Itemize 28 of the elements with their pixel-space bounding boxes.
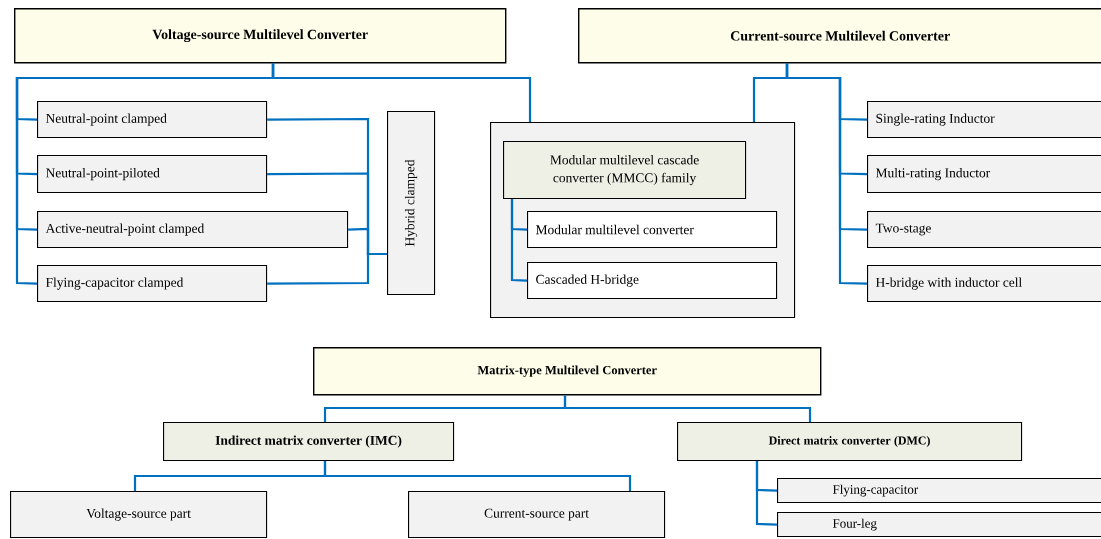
category-box: Flying-capacitor (777, 478, 1101, 504)
connector-line (323, 461, 632, 491)
connector-line (271, 63, 532, 122)
connector-line (563, 395, 812, 422)
subcategory-box: Modular multilevel converter (527, 211, 778, 249)
subcategory-box: Cascaded H-bridge (527, 262, 778, 300)
subgroup-box: Indirect matrix converter (IMC) (163, 422, 455, 462)
category-box: Multi-rating Inductor (867, 155, 1101, 194)
category-box: Flying-capacitor clamped (37, 265, 268, 303)
connector-line (267, 252, 387, 285)
header-box: Current-source Multilevel Converter (578, 8, 1101, 64)
category-box: H-bridge with inductor cell (867, 265, 1101, 303)
category-box: Voltage-source part (10, 491, 268, 539)
category-box: Neutral-point-piloted (37, 155, 268, 194)
category-box: Four-leg (777, 512, 1101, 538)
connector-line (755, 461, 778, 526)
connector-line (785, 63, 868, 285)
category-box: Current-source part (408, 491, 666, 539)
connector-line (510, 199, 528, 282)
category-box: Active-neutral-point clamped (37, 211, 349, 249)
category-box: Single-rating Inductor (867, 101, 1101, 139)
header-box: Matrix-type Multilevel Converter (313, 347, 822, 396)
subgroup-box: Modular multilevel cascade converter (MMCC) family (503, 141, 747, 200)
subgroup-box: Direct matrix converter (DMC) (677, 422, 1023, 462)
category-box: Neutral-point clamped (37, 101, 268, 139)
header-box: Voltage-source Multilevel Converter (14, 8, 507, 64)
category-box: Two-stage (867, 211, 1101, 249)
category-box: Hybrid clamped (387, 111, 436, 296)
